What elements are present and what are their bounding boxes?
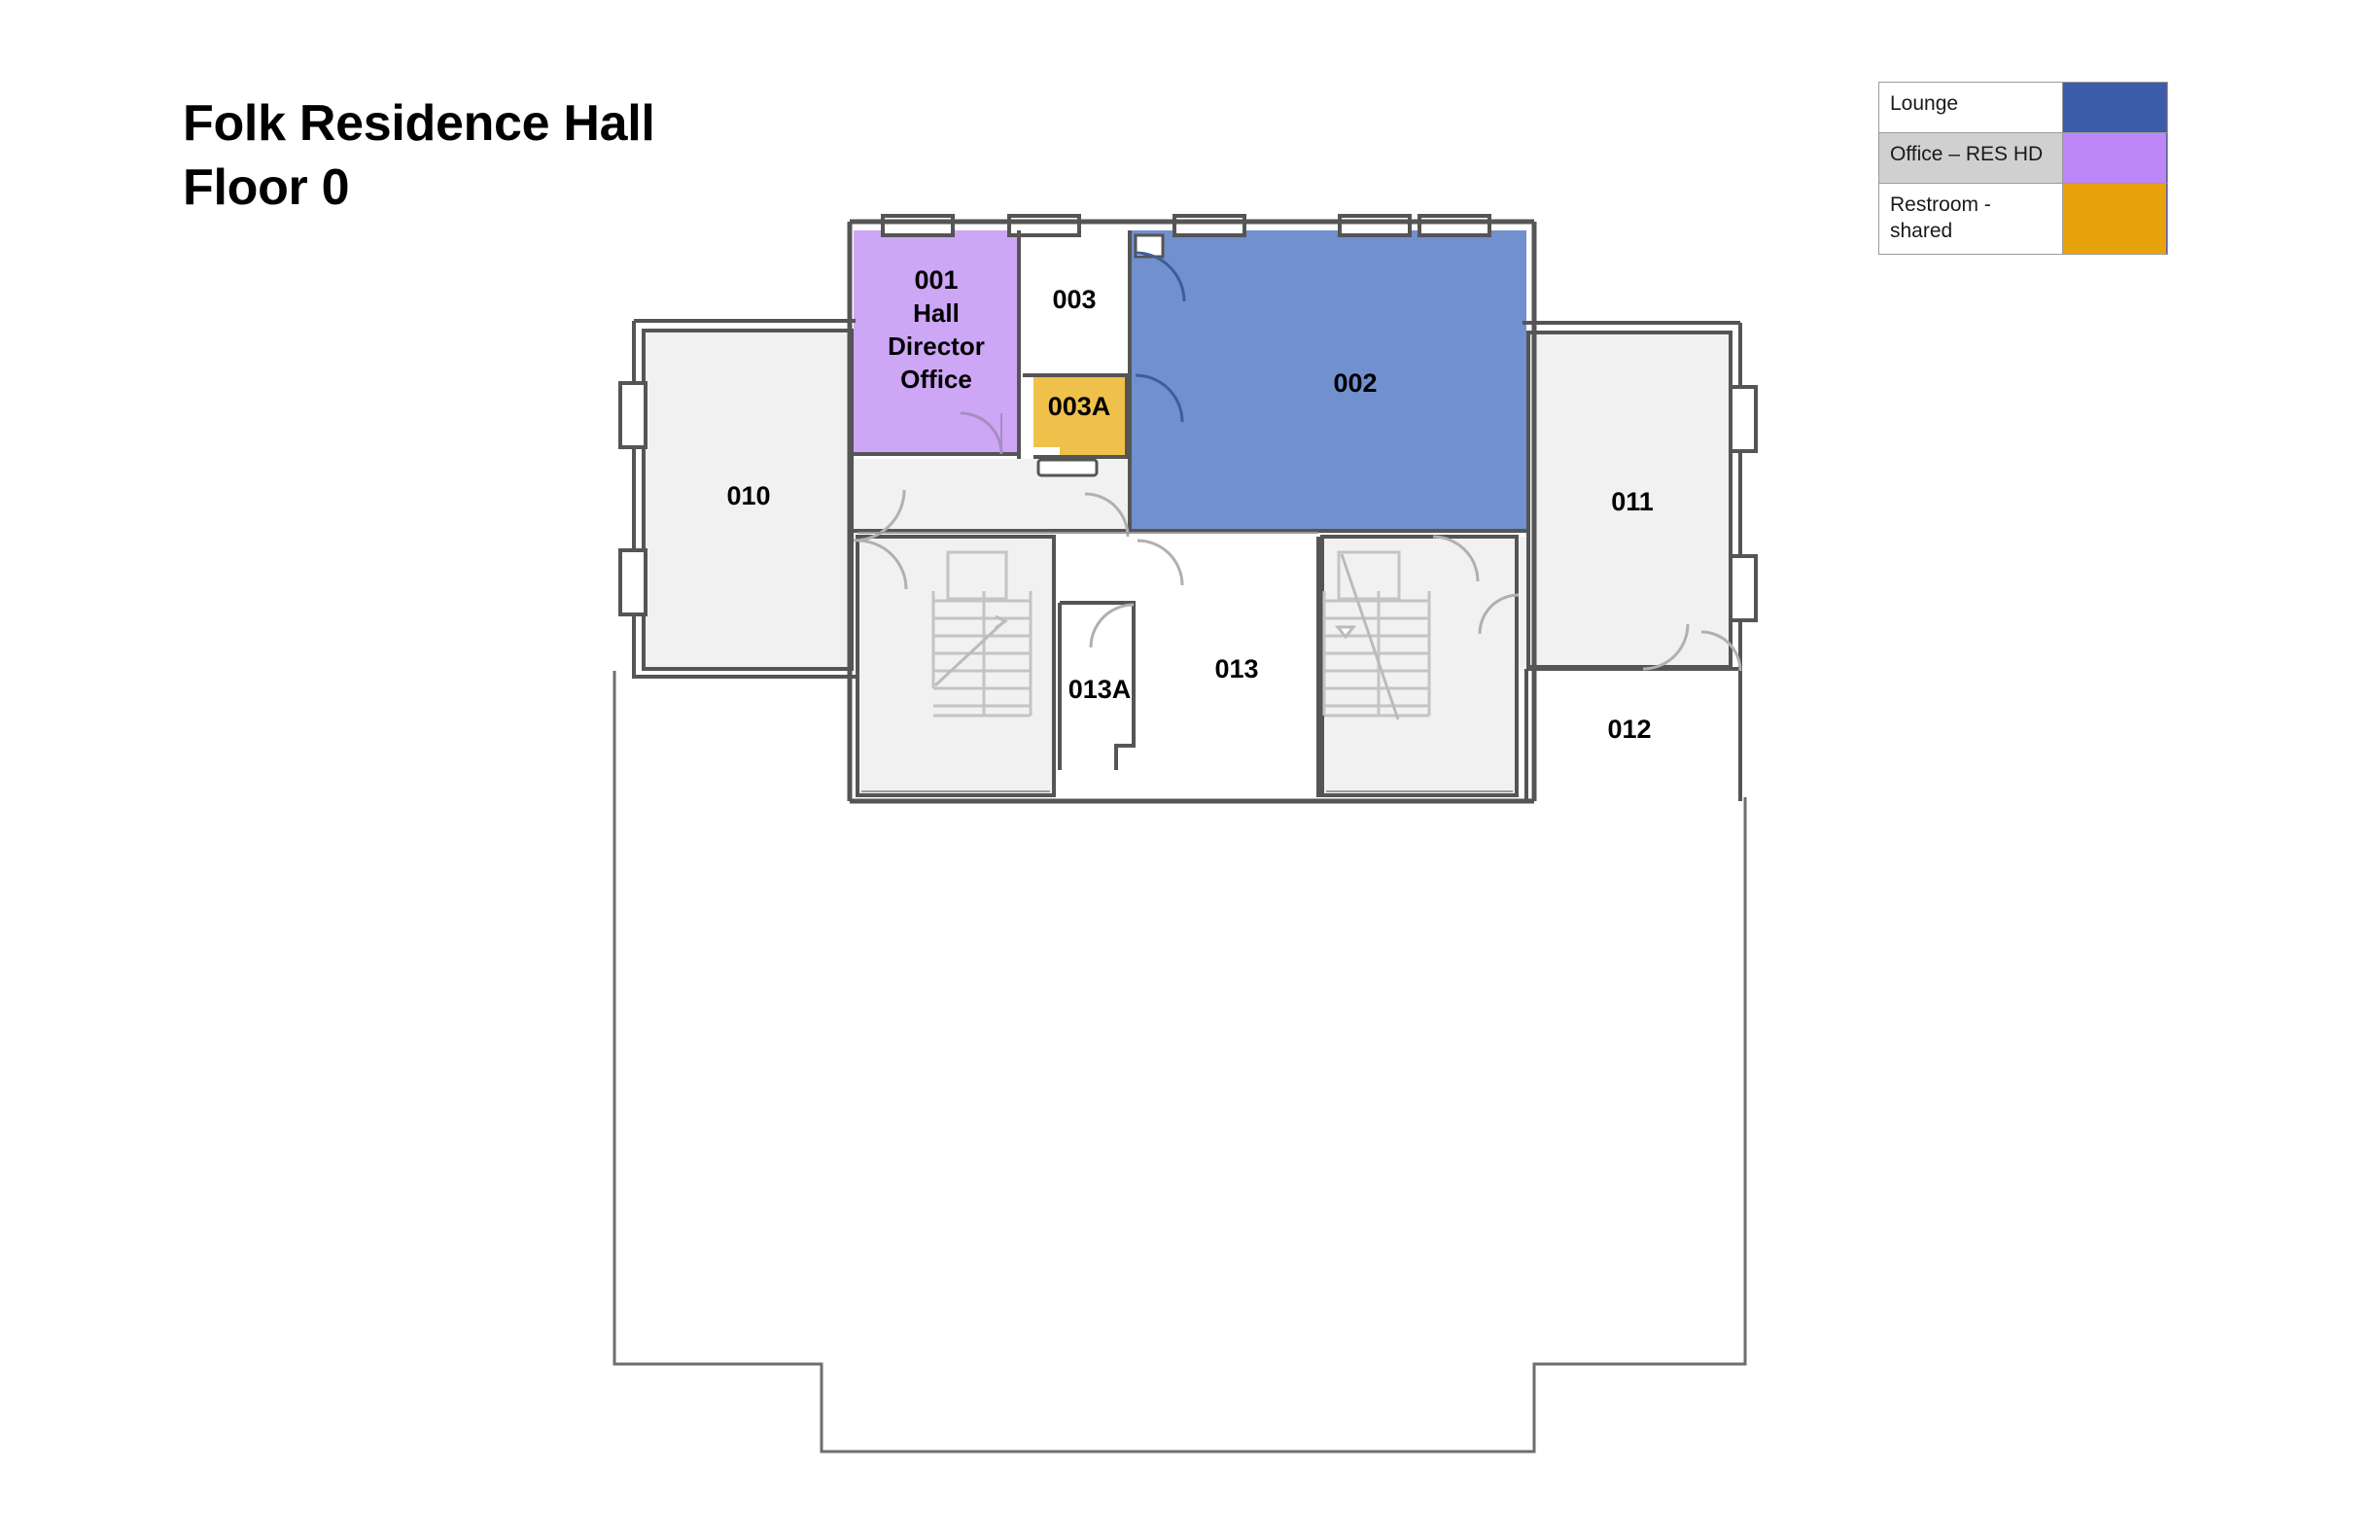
interior-partitions bbox=[854, 230, 1740, 799]
door-swings bbox=[853, 251, 1742, 672]
page-title: Folk Residence Hall Floor 0 bbox=[183, 92, 655, 220]
legend-row-office-res-hd[interactable]: Office – RES HD bbox=[1879, 133, 2167, 184]
room-label-001-sub-3: Office bbox=[900, 365, 972, 394]
stair-right bbox=[1322, 550, 1431, 720]
room-fill-001[interactable] bbox=[854, 230, 1019, 454]
room-label-003A: 003A bbox=[1048, 392, 1111, 421]
room-label-001-sub-2: Director bbox=[888, 332, 985, 361]
room-fill-011[interactable] bbox=[1528, 332, 1731, 667]
legend-label-restroom-shared: Restroom - shared bbox=[1890, 193, 1991, 243]
room-label-011: 011 bbox=[1611, 487, 1654, 516]
page-title-line-1: Folk Residence Hall bbox=[183, 95, 655, 152]
room-fill-003[interactable] bbox=[1023, 230, 1125, 375]
stair-left bbox=[931, 550, 1032, 718]
room-fill-013[interactable] bbox=[1138, 537, 1318, 794]
stairwell-fill-right bbox=[1322, 537, 1517, 795]
room-label-013: 013 bbox=[1214, 654, 1258, 683]
room-fill-010[interactable] bbox=[644, 331, 852, 669]
room-label-002: 002 bbox=[1333, 368, 1377, 398]
room-label-013A: 013A bbox=[1068, 675, 1132, 704]
room-label-001: 001 bbox=[914, 265, 958, 295]
legend-label-lounge: Lounge bbox=[1890, 92, 1959, 115]
room-fill-012[interactable] bbox=[1528, 671, 1740, 795]
room-label-001-sub-1: Hall bbox=[913, 298, 960, 328]
legend-swatch-lounge bbox=[2062, 83, 2167, 132]
central-block-walls bbox=[847, 219, 1537, 804]
room-fill-002[interactable] bbox=[1130, 230, 1526, 529]
door-jambs bbox=[1036, 233, 1165, 477]
room-label-010: 010 bbox=[726, 481, 770, 510]
legend-swatch-restroom-shared bbox=[2062, 184, 2167, 254]
room-fill-003A[interactable] bbox=[1033, 377, 1127, 457]
legend-row-lounge[interactable]: Lounge bbox=[1879, 83, 2167, 133]
building-footprint-outline bbox=[612, 671, 1747, 1453]
legend-swatch-office-res-hd bbox=[2062, 133, 2167, 183]
legend-label-office-res-hd: Office – RES HD bbox=[1890, 143, 2044, 165]
legend: Lounge Office – RES HD Restroom - shared bbox=[1878, 82, 2168, 255]
room-fill-013A[interactable] bbox=[1060, 605, 1132, 768]
interior-hairlines bbox=[858, 532, 1513, 792]
page-title-line-2: Floor 0 bbox=[183, 158, 350, 216]
room-label-012: 012 bbox=[1607, 715, 1651, 744]
window-bays-left bbox=[618, 381, 648, 616]
window-bays-right bbox=[1729, 385, 1758, 622]
legend-row-restroom-shared[interactable]: Restroom - shared bbox=[1879, 184, 2167, 255]
room-label-003: 003 bbox=[1052, 285, 1096, 314]
